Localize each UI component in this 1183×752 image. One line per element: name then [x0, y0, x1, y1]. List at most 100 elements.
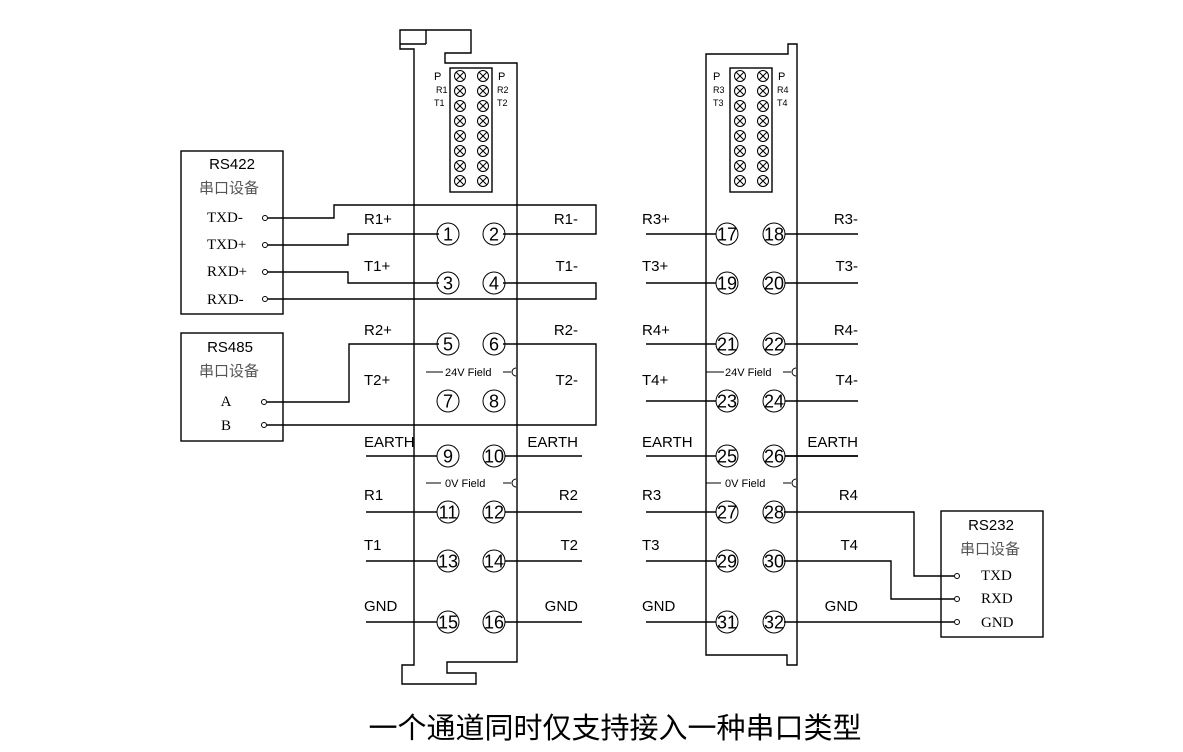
- terminal[interactable]: 6: [482, 332, 506, 356]
- terminal[interactable]: 32: [762, 610, 786, 634]
- terminal[interactable]: 31: [715, 610, 739, 634]
- terminal[interactable]: 4: [482, 271, 506, 295]
- signal-label: R2+: [364, 322, 392, 339]
- terminal-number: 9: [443, 447, 453, 467]
- signal-label: R3: [642, 487, 661, 504]
- led-indicator-icon: [757, 130, 769, 142]
- terminal[interactable]: 21: [715, 332, 739, 356]
- led-indicator-icon: [734, 175, 746, 187]
- led-label: T4: [777, 98, 788, 108]
- signal-label: T4-: [836, 372, 859, 389]
- led-indicator-icon: [477, 100, 489, 112]
- terminal-number: 29: [717, 552, 737, 572]
- pin-connector: [262, 269, 268, 275]
- led-label: P: [498, 71, 505, 83]
- terminal-number: 16: [484, 613, 504, 633]
- signal-label: EARTH: [642, 434, 693, 451]
- led-indicator-icon: [477, 145, 489, 157]
- terminal[interactable]: 20: [762, 271, 786, 295]
- led-indicator-icon: [454, 145, 466, 157]
- terminal-number: 18: [764, 225, 784, 245]
- terminal[interactable]: 3: [436, 271, 460, 295]
- led-indicator-icon: [734, 115, 746, 127]
- pin-connector: [261, 422, 267, 428]
- signal-label: T2: [560, 537, 578, 554]
- terminal-number: 23: [717, 392, 737, 412]
- terminal[interactable]: 27: [715, 500, 739, 524]
- pin-label: RXD-: [207, 292, 244, 308]
- signal-label: R3+: [642, 211, 670, 228]
- led-panel: [729, 67, 773, 193]
- terminal[interactable]: 18: [762, 222, 786, 246]
- signal-label: R1+: [364, 211, 392, 228]
- terminal[interactable]: 19: [715, 271, 739, 295]
- terminal-number: 15: [438, 613, 458, 633]
- terminal[interactable]: 24: [762, 389, 786, 413]
- terminal-number: 30: [764, 552, 784, 572]
- terminal[interactable]: 30: [762, 549, 786, 573]
- pin-connector: [954, 573, 960, 579]
- signal-label: EARTH: [527, 434, 578, 451]
- diagram-caption: 一个通道同时仅支持接入一种串口类型: [368, 711, 861, 745]
- terminal[interactable]: 7: [436, 389, 460, 413]
- terminal[interactable]: 26: [762, 444, 786, 468]
- terminal[interactable]: 10: [482, 444, 506, 468]
- terminal[interactable]: 16: [482, 610, 506, 634]
- terminal-number: 2: [489, 225, 499, 245]
- signal-label: R3-: [834, 211, 858, 228]
- led-label: T2: [497, 98, 508, 108]
- signal-label: T1+: [364, 258, 391, 275]
- pin-label: RXD+: [207, 264, 247, 280]
- terminal-number: 32: [764, 613, 784, 633]
- led-indicator-icon: [734, 85, 746, 97]
- led-indicator-icon: [477, 85, 489, 97]
- terminal-number: 7: [443, 392, 453, 412]
- terminal[interactable]: 11: [436, 500, 460, 524]
- signal-label: T4: [840, 537, 858, 554]
- terminal[interactable]: 29: [715, 549, 739, 573]
- signal-label: GND: [545, 598, 579, 615]
- device-title: RS232: [968, 517, 1014, 534]
- signal-label: R2-: [554, 322, 578, 339]
- led-indicator-icon: [454, 175, 466, 187]
- signal-label: T3: [642, 537, 660, 554]
- rs232-wires: [784, 511, 954, 623]
- signal-label: R4-: [834, 322, 858, 339]
- terminal[interactable]: 22: [762, 332, 786, 356]
- field-24v-label: 24V Field: [725, 367, 771, 379]
- led-label: R4: [777, 85, 789, 95]
- rs485-device: RS485 串口设备 A B: [180, 332, 284, 442]
- rs232-device: RS232 串口设备 TXD RXD GND: [940, 510, 1044, 638]
- field-0v-label: 0V Field: [725, 478, 765, 490]
- device-subtitle: 串口设备: [199, 179, 259, 197]
- led-label: T1: [434, 98, 445, 108]
- terminal[interactable]: 14: [482, 549, 506, 573]
- terminal-number: 6: [489, 335, 499, 355]
- led-indicator-icon: [477, 70, 489, 82]
- terminal-number: 22: [764, 335, 784, 355]
- terminal[interactable]: 8: [482, 389, 506, 413]
- terminal[interactable]: 17: [715, 222, 739, 246]
- terminal[interactable]: 12: [482, 500, 506, 524]
- terminal[interactable]: 5: [436, 332, 460, 356]
- terminal-number: 13: [438, 552, 458, 572]
- terminal[interactable]: 28: [762, 500, 786, 524]
- terminal-number: 19: [717, 274, 737, 294]
- terminal[interactable]: 9: [436, 444, 460, 468]
- terminal-number: 27: [717, 503, 737, 523]
- led-label: R1: [436, 85, 448, 95]
- led-indicator-icon: [757, 160, 769, 172]
- device-title: RS485: [207, 339, 253, 356]
- terminal[interactable]: 23: [715, 389, 739, 413]
- terminal-number: 11: [439, 503, 458, 523]
- terminal-number: 26: [764, 447, 784, 467]
- terminal[interactable]: 13: [436, 549, 460, 573]
- terminal[interactable]: 15: [436, 610, 460, 634]
- terminal[interactable]: 25: [715, 444, 739, 468]
- terminal[interactable]: 1: [436, 222, 460, 246]
- terminal[interactable]: 2: [482, 222, 506, 246]
- pin-connector: [262, 215, 268, 221]
- device-subtitle: 串口设备: [199, 362, 259, 380]
- led-indicator-icon: [454, 160, 466, 172]
